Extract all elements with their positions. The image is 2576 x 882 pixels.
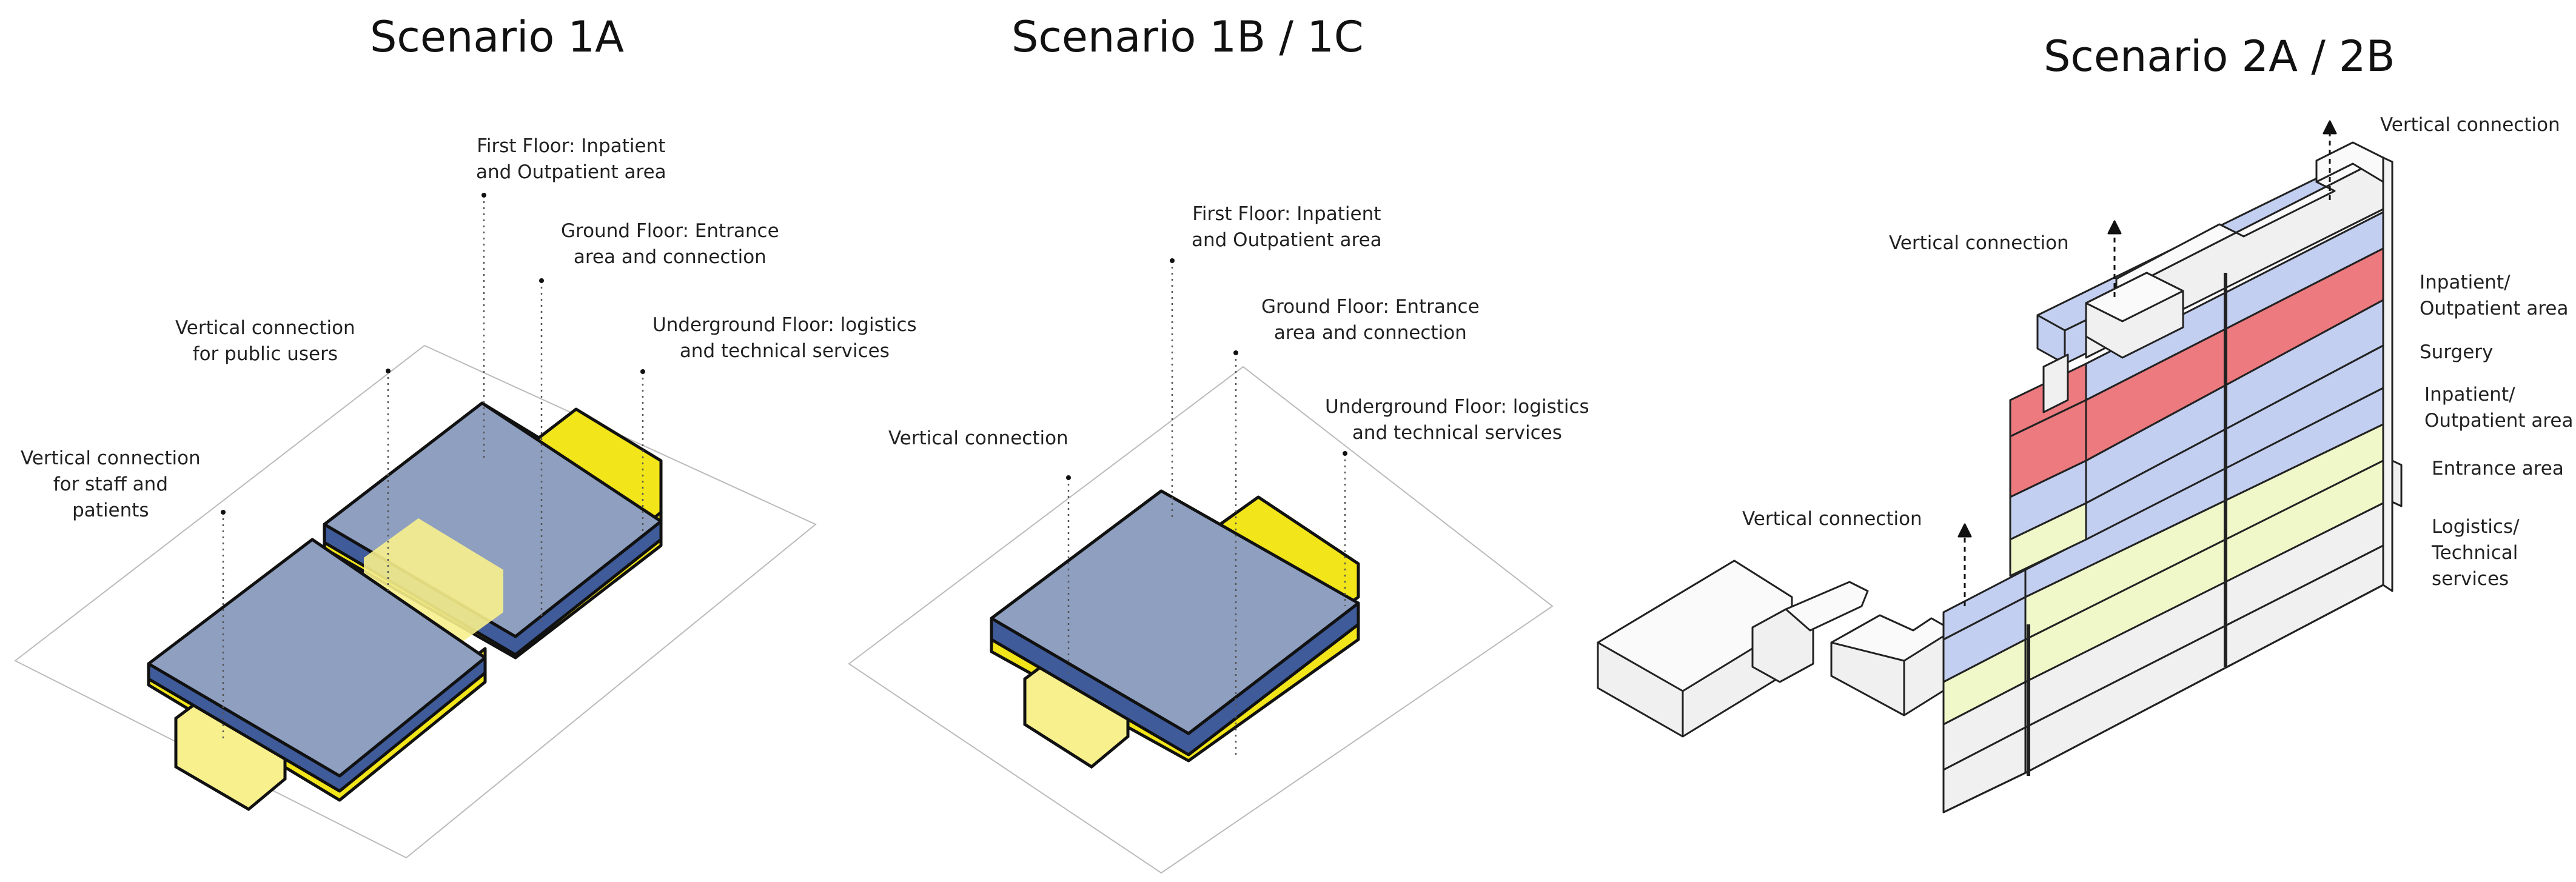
scenario-2ab-diagram xyxy=(1597,120,2403,814)
scenario-1a-title: Scenario 1A xyxy=(370,12,624,62)
scenario-1bc-diagram xyxy=(848,258,1554,874)
label-vertical-low-2ab: Vertical connection xyxy=(1742,508,1922,530)
scenario-1a-diagram xyxy=(14,193,817,859)
label-surgery-2ab: Surgery xyxy=(2420,341,2494,363)
scenario-2ab-title: Scenario 2A / 2B xyxy=(2044,32,2395,81)
scenario-1bc-title: Scenario 1B / 1C xyxy=(1011,12,1364,62)
tower-2ab xyxy=(1942,141,2403,814)
site-outline-1bc xyxy=(848,366,1554,874)
label-vertical-1bc: Vertical connection xyxy=(888,427,1068,449)
label-entrance-2ab: Entrance area xyxy=(2432,458,2564,479)
vertical-arrows-2ab xyxy=(1957,120,2337,606)
site-outline-1a xyxy=(14,344,817,859)
label-inpatient-lower-2ab: Inpatient/Outpatient area xyxy=(2424,384,2574,432)
low-buildings-2ab xyxy=(1597,560,1954,738)
building-1a-front xyxy=(147,538,487,812)
label-vertical-mid-2ab: Vertical connection xyxy=(1889,232,2069,254)
label-vertical-top-2ab: Vertical connection xyxy=(2380,114,2560,136)
label-inpatient-upper-2ab: Inpatient/Outpatient area xyxy=(2420,272,2569,319)
building-1bc xyxy=(990,489,1360,769)
